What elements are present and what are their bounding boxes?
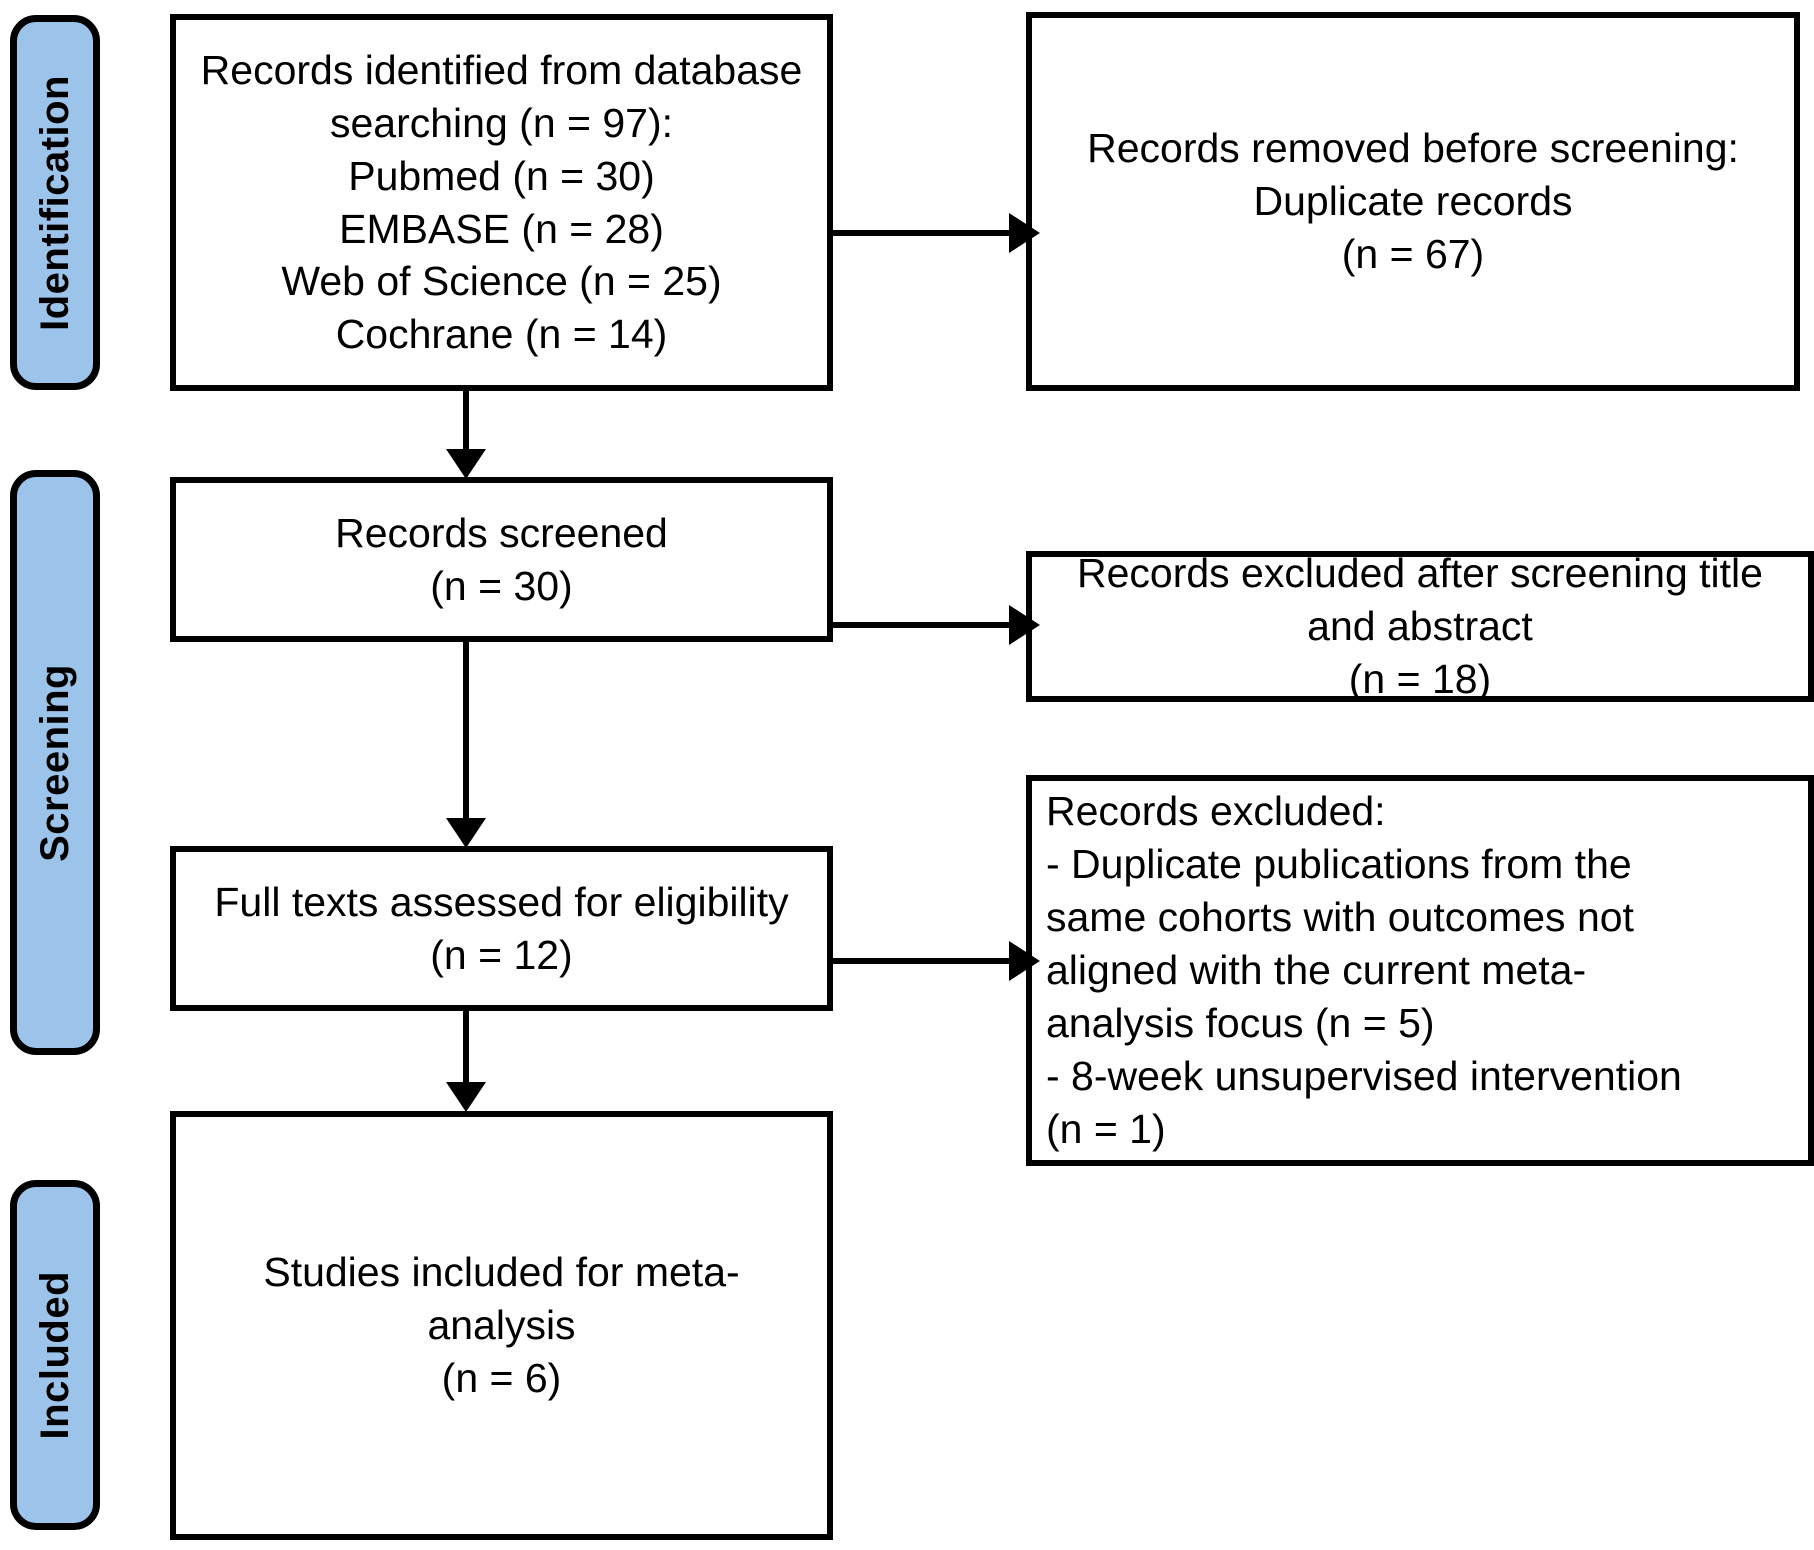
- box-records-excluded-title-abstract: Records excluded after screening title a…: [1026, 550, 1814, 702]
- stage-pill-identification: Identification: [10, 15, 100, 390]
- box-studies-included-text: Studies included for meta- analysis (n =…: [263, 1249, 740, 1401]
- connector-fulltext-to-included: [430, 1011, 502, 1114]
- connector-fulltext-to-excluded: [833, 928, 1043, 998]
- box-records-removed: Records removed before screening: Duplic…: [1026, 12, 1800, 391]
- stage-label-screening: Screening: [33, 663, 77, 862]
- box-records-screened-text: Records screened (n = 30): [335, 509, 668, 609]
- stage-label-included: Included: [33, 1270, 77, 1440]
- connector-screened-to-fulltext: [430, 642, 502, 850]
- box-records-identified-text: Records identified from database searchi…: [200, 46, 803, 358]
- box-full-texts-assessed: Full texts assessed for eligibility (n =…: [170, 846, 833, 1011]
- box-records-identified: Records identified from database searchi…: [170, 14, 833, 391]
- box-full-texts-assessed-text: Full texts assessed for eligibility (n =…: [214, 878, 789, 978]
- box-records-screened: Records screened (n = 30): [170, 477, 833, 642]
- stage-label-identification: Identification: [33, 74, 77, 331]
- box-records-excluded-title-abstract-text: Records excluded after screening title a…: [1077, 550, 1763, 702]
- stage-pill-included: Included: [10, 1180, 100, 1530]
- box-records-excluded-full-text: Records excluded: - Duplicate publicatio…: [1026, 775, 1814, 1166]
- box-records-removed-text: Records removed before screening: Duplic…: [1087, 125, 1739, 277]
- box-records-excluded-full-text-text: Records excluded: - Duplicate publicatio…: [1046, 788, 1682, 1152]
- box-studies-included: Studies included for meta- analysis (n =…: [170, 1111, 833, 1540]
- connector-identified-to-removed: [833, 200, 1043, 270]
- stage-pill-screening: Screening: [10, 470, 100, 1055]
- connector-screened-to-excluded-title: [833, 592, 1043, 662]
- connector-identified-to-screened: [430, 391, 502, 481]
